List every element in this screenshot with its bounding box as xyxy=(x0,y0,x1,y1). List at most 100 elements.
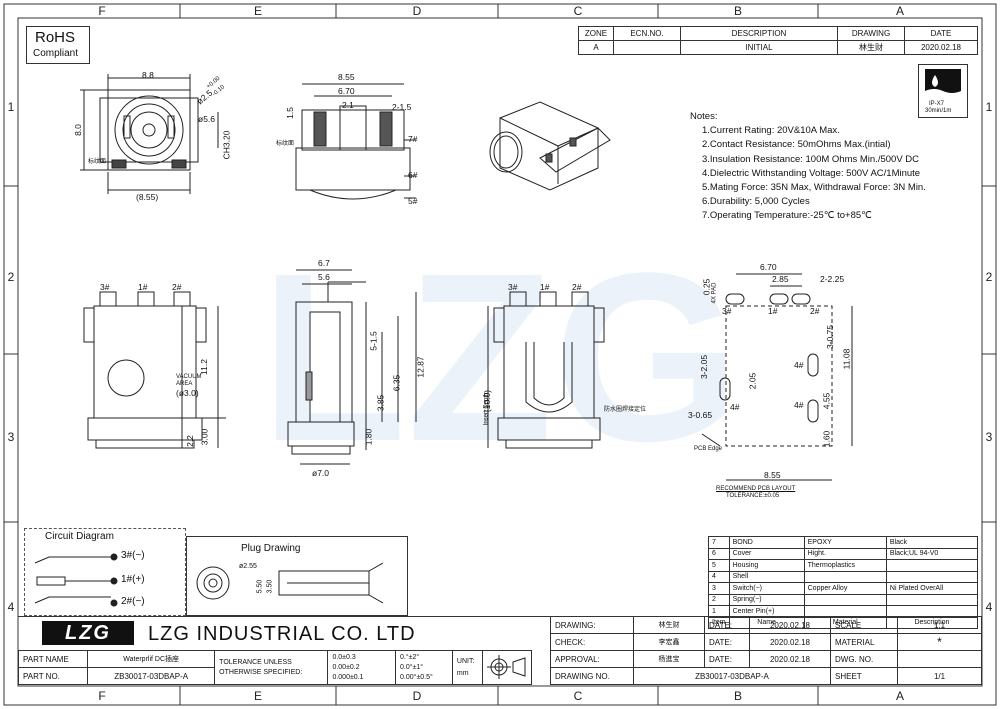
note-text: 防水圈焊接定位 xyxy=(604,407,647,413)
front-view-drawing xyxy=(295,83,416,200)
dwg-no-value xyxy=(897,650,982,668)
dim-text: CH3.20 xyxy=(221,130,232,160)
pin-label: 1# xyxy=(138,282,148,292)
pin-label: 4# xyxy=(730,402,740,412)
note-item: 6.Durability: 5,000 Cycles xyxy=(702,196,810,208)
notes-title: Notes: xyxy=(690,111,718,122)
rohs-subtitle: Compliant xyxy=(33,48,79,59)
material-value: * xyxy=(897,633,982,651)
pin-label: 4# xyxy=(794,360,804,370)
plug-drawing: Plug Drawing ø2.55 5.50 3.50 xyxy=(186,536,408,616)
dim-text: 8.8 xyxy=(142,70,154,80)
pin-label: 1# xyxy=(540,282,550,292)
rev-cell: 2020.02.18 xyxy=(904,40,978,55)
part-name-label: PART NAME xyxy=(17,650,89,668)
dim-text: 1.5 xyxy=(284,107,295,119)
rev-header: ZONE xyxy=(578,26,614,41)
dim-text: 3.50 xyxy=(266,579,274,594)
tol-label: TOLERANCE UNLESS xyxy=(219,658,292,666)
note-text: VACUUM xyxy=(176,374,202,380)
row-label: 1 xyxy=(7,100,15,114)
part-material: Hight. xyxy=(803,547,887,560)
sheet-label: SHEET xyxy=(830,667,898,685)
date-value: 2020.02.18 xyxy=(749,616,831,634)
dim-text: 3.85 xyxy=(375,394,386,412)
part-desc: Black;UL 94-V0 xyxy=(885,547,979,560)
col-label: B xyxy=(733,4,742,18)
unit-value: mm xyxy=(456,669,469,677)
dim-text: 2-1.5 xyxy=(392,102,412,112)
drawing-no-value: ZB30017-03DBAP-A xyxy=(633,667,831,685)
row-label: 2 xyxy=(985,270,993,284)
part-material: Copper Alloy xyxy=(803,582,887,595)
part-name: Switch(−) xyxy=(728,582,805,595)
pin-label: 3# xyxy=(722,306,732,316)
dim-text: 标纹面 xyxy=(88,159,107,165)
dwg-no-label: DWG. NO. xyxy=(830,650,898,668)
callout: 6# xyxy=(408,170,418,180)
logo: LZG xyxy=(42,621,134,645)
tol-angular: 0.0°±1° xyxy=(400,663,424,671)
dim-text: 2.1 xyxy=(342,100,354,110)
part-name-value: Waterprlif DC插座 xyxy=(87,650,216,668)
part-item: 4 xyxy=(708,570,730,583)
dim-text: 0.25 xyxy=(701,278,712,296)
dim-text: 8.55 xyxy=(338,72,355,82)
top-view-drawing xyxy=(80,74,219,194)
row-label: 1 xyxy=(985,100,993,114)
rohs-title: RoHS xyxy=(35,29,76,46)
projection-symbol-icon xyxy=(487,654,526,679)
dim-text: 3.00 xyxy=(199,428,210,446)
check-value: 李宏鑫 xyxy=(633,633,705,651)
part-item: 5 xyxy=(708,559,730,572)
drawing-label: DRAWING: xyxy=(550,616,634,634)
tol-angular: 0.°±2° xyxy=(400,653,420,661)
row-label: 4 xyxy=(7,600,15,614)
note-item: 2.Contact Resistance: 50mOhms Max.(intia… xyxy=(702,139,891,151)
part-name: BOND xyxy=(728,536,805,549)
dim-text: 2-2.25 xyxy=(820,274,845,284)
row-label: 4 xyxy=(985,600,993,614)
rev-cell: INITIAL xyxy=(680,40,838,55)
pcb-title: RECOMMEND PCB LAYOUT xyxy=(716,486,796,492)
dim-text: 1.80 xyxy=(363,428,374,446)
note-item: 5.Mating Force: 35N Max, Withdrawal Forc… xyxy=(702,182,926,194)
row-label: 3 xyxy=(7,430,15,444)
part-desc: Black xyxy=(885,536,979,549)
circuit-pin-label: 3#(−) xyxy=(121,550,145,561)
dim-text: 4.55 xyxy=(821,392,832,410)
col-label: E xyxy=(253,4,262,18)
note-item: 7.Operating Temperature:-25℃ to+85℃ xyxy=(702,210,872,222)
water-drop-icon xyxy=(925,69,961,99)
col-label: F xyxy=(98,4,106,18)
dim-text: (10.0) xyxy=(482,389,493,413)
col-label: A xyxy=(895,4,904,18)
dim-text: 标纹面 xyxy=(276,141,295,147)
col-label: C xyxy=(573,4,583,18)
col-label: E xyxy=(253,689,262,703)
note-text: 4X PAD xyxy=(711,282,718,304)
note-item: 4.Dielectric Withstanding Voltage: 500V … xyxy=(702,167,921,179)
dim-text: (ø3.0) xyxy=(176,388,199,398)
dim-text: 5-1.5 xyxy=(368,331,379,351)
dim-text: 3-0.75 xyxy=(825,324,836,350)
part-desc xyxy=(885,559,979,572)
date-label: DATE: xyxy=(704,633,750,651)
dim-text: ø5.6 xyxy=(198,114,216,124)
dim-text: 8.55 xyxy=(764,470,781,480)
dim-text: ø7.0 xyxy=(312,468,330,478)
approval-label: APPROVAL: xyxy=(550,650,634,668)
dim-text: 3-0.65 xyxy=(688,410,713,420)
scale-value: 1:1 xyxy=(897,616,982,634)
col-label: A xyxy=(895,689,904,703)
row-label: 2 xyxy=(7,270,15,284)
sheet-value: 1/1 xyxy=(897,667,982,685)
rev-header: DRAWING xyxy=(837,26,905,41)
revision-table: ZONE ECN.NO. DESCRIPTION DRAWING DATE A … xyxy=(578,26,978,55)
title-table-left: PART NAME Waterprlif DC插座 TOLERANCE UNLE… xyxy=(17,650,532,685)
rev-cell xyxy=(613,40,681,55)
col-label: F xyxy=(98,689,106,703)
material-label: MATERIAL xyxy=(830,633,898,651)
part-no-label: PART NO. xyxy=(17,667,89,685)
dim-text: 6.7 xyxy=(318,258,330,268)
